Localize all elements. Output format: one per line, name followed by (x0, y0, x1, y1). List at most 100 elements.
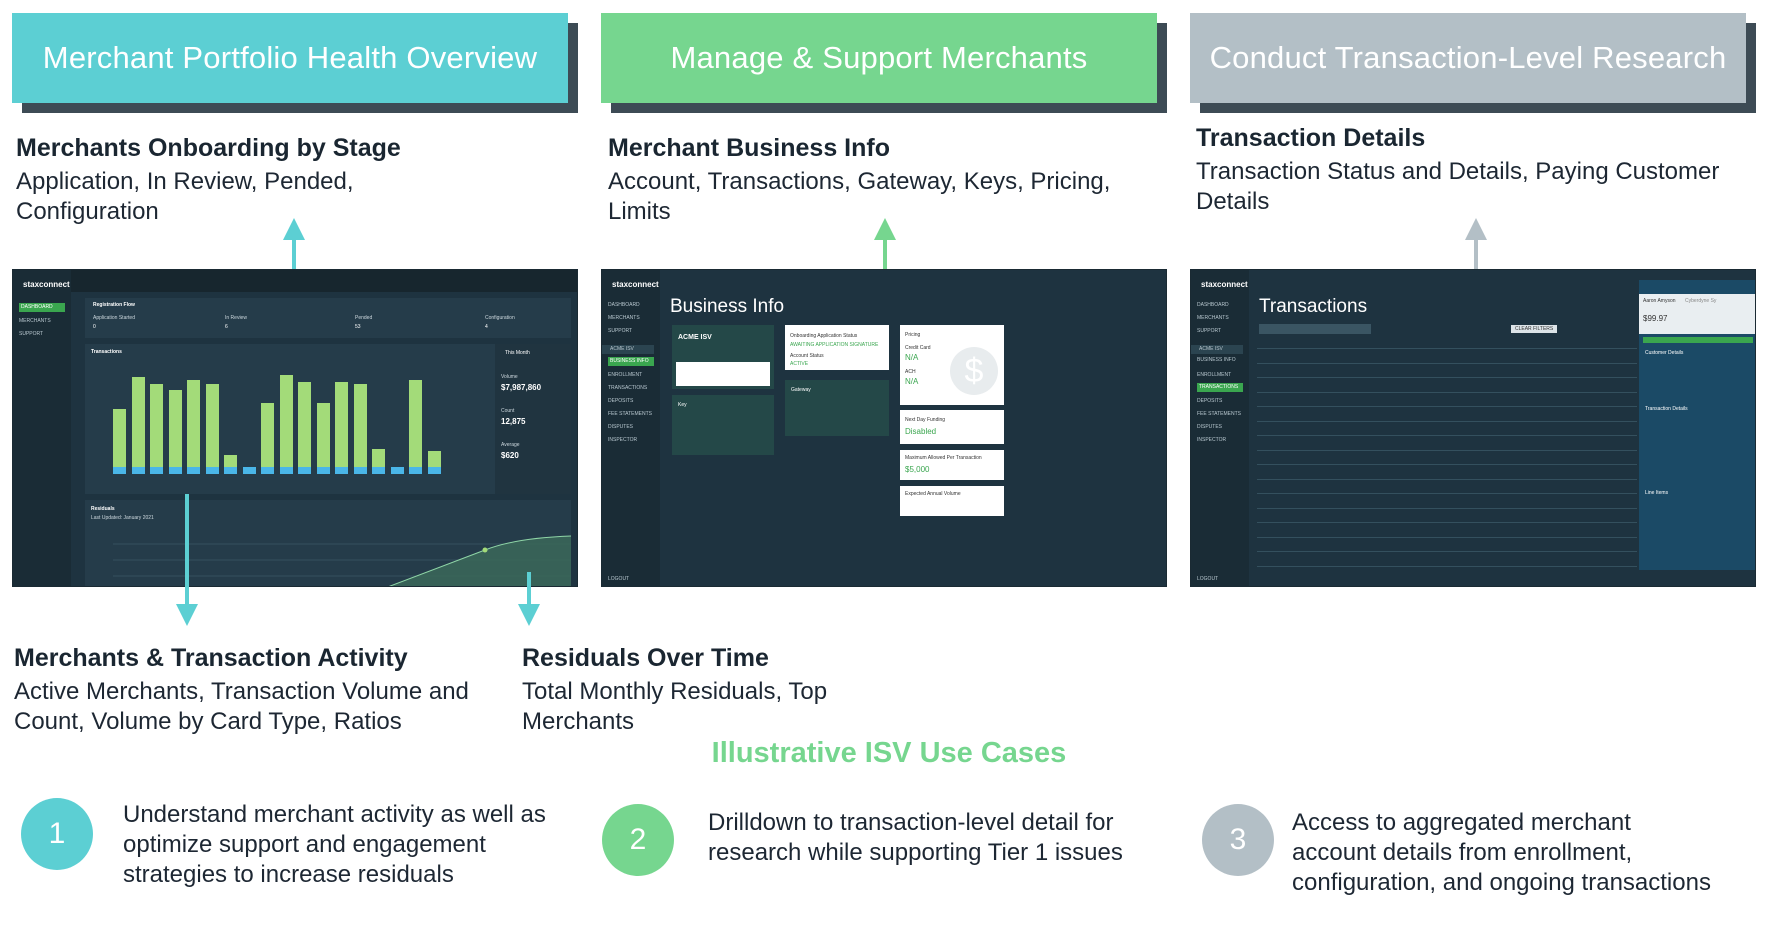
business-info-sidebar: staxconnect DASHBOARD MERCHANTS SUPPORT … (602, 270, 660, 586)
sidebar-item-dashboard[interactable]: DASHBOARD (1197, 302, 1229, 308)
logo: staxconnect (23, 280, 70, 289)
sidebar-item-inspector[interactable]: INSPECTOR (1197, 437, 1227, 443)
logo: staxconnect (612, 280, 659, 289)
table-row[interactable] (1257, 522, 1637, 523)
sidebar-item-merchant[interactable]: ACME ISV (602, 345, 654, 354)
use-case-3-text: Access to aggregated merchant account de… (1292, 809, 1711, 896)
sidebar-item-dashboard[interactable]: DASHBOARD (19, 303, 65, 312)
next-day-funding-card: Next Day Funding Disabled (900, 410, 1004, 444)
onboarding-status-card: Onboarding Application Status AWAITING A… (785, 325, 889, 370)
stage-configuration-value: 4 (485, 324, 488, 330)
table-row[interactable] (1257, 507, 1637, 509)
transactions-panel: Transactions This Month Volume $7,987,86… (85, 344, 571, 494)
average-value: $620 (501, 451, 519, 460)
sidebar-item-enrollment[interactable]: ENROLLMENT (1197, 372, 1232, 378)
banner-portfolio-health: Merchant Portfolio Health Overview (12, 13, 578, 113)
sidebar-item-support[interactable]: SUPPORT (1197, 328, 1222, 334)
table-row[interactable] (1257, 565, 1637, 567)
transaction-bars (113, 362, 453, 474)
logout-button[interactable]: LOGOUT (608, 576, 630, 582)
table-row[interactable] (1257, 493, 1637, 494)
sidebar-item-business-info[interactable]: BUSINESS INFO (608, 357, 654, 366)
table-row[interactable] (1257, 406, 1637, 407)
callout-activity-title: Merchants & Transaction Activity (14, 644, 408, 672)
banner-portfolio-health-label: Merchant Portfolio Health Overview (12, 13, 568, 103)
business-info-screenshot: staxconnect DASHBOARD MERCHANTS SUPPORT … (601, 269, 1167, 587)
arrow-down-activity (176, 494, 198, 626)
callout-transaction-details-title: Transaction Details (1196, 124, 1426, 152)
callout-onboarding: Merchants Onboarding by Stage Applicatio… (16, 134, 576, 227)
table-row[interactable] (1257, 348, 1637, 349)
stage-review-label: In Review (225, 315, 247, 321)
page-title: Transactions (1259, 296, 1368, 317)
table-row[interactable] (1257, 536, 1637, 538)
search-input[interactable] (1259, 324, 1371, 334)
table-row[interactable] (1257, 551, 1637, 552)
use-case-2-text: Drilldown to transaction-level detail fo… (708, 809, 1123, 866)
sidebar-item-disputes[interactable]: DISPUTES (1197, 424, 1223, 430)
sidebar-item-merchants[interactable]: MERCHANTS (608, 315, 640, 321)
sidebar-item-enrollment[interactable]: ENROLLMENT (608, 372, 643, 378)
table-row[interactable] (1257, 362, 1637, 364)
table-row[interactable] (1257, 478, 1637, 480)
sidebar-item-fee-statements[interactable]: FEE STATEMENTS (608, 411, 652, 417)
sidebar-item-business-info[interactable]: BUSINESS INFO (1197, 357, 1236, 363)
callout-transaction-details: Transaction Details Transaction Status a… (1196, 124, 1766, 217)
stage-application-value: 0 (93, 324, 96, 330)
sidebar-item-deposits[interactable]: DEPOSITS (1197, 398, 1223, 404)
banner-transaction-research: Conduct Transaction-Level Research (1190, 13, 1756, 113)
callout-business-info-title: Merchant Business Info (608, 134, 890, 162)
logout-button[interactable]: LOGOUT (1197, 576, 1219, 582)
sidebar-item-deposits[interactable]: DEPOSITS (608, 398, 634, 404)
gateway-card: Gateway (785, 380, 889, 436)
annual-volume-card: Expected Annual Volume (900, 486, 1004, 516)
use-case-2-number: 2 (602, 804, 674, 876)
sidebar-item-support[interactable]: SUPPORT (608, 328, 633, 334)
residuals-area-chart (113, 535, 571, 586)
key-card: Key (672, 395, 774, 455)
banner-manage-support-label: Manage & Support Merchants (601, 13, 1157, 103)
use-case-1-number: 1 (21, 798, 93, 870)
sidebar-item-support[interactable]: SUPPORT (19, 331, 44, 337)
callout-residuals: Residuals Over Time Total Monthly Residu… (522, 644, 882, 737)
table-row[interactable] (1257, 420, 1637, 422)
stage-review-value: 6 (225, 324, 228, 330)
callout-activity-desc: Active Merchants, Transaction Volume and… (14, 678, 469, 735)
dollar-icon: $ (950, 347, 998, 395)
transactions-screenshot: staxconnect DASHBOARD MERCHANTS SUPPORT … (1190, 269, 1756, 587)
pricing-card: Pricing Credit Card N/A ACH N/A $ (900, 325, 1004, 405)
sidebar-item-transactions[interactable]: TRANSACTIONS (608, 385, 648, 391)
table-row[interactable] (1257, 377, 1637, 378)
sidebar-item-dashboard[interactable]: DASHBOARD (608, 302, 640, 308)
sidebar-item-merchants[interactable]: MERCHANTS (1197, 315, 1229, 321)
sidebar-item-inspector[interactable]: INSPECTOR (608, 437, 638, 443)
use-case-1-text: Understand merchant activity as well as … (123, 801, 546, 888)
clear-filters-button[interactable]: CLEAR FILTERS (1511, 325, 1558, 333)
transaction-detail-drawer: Aaron Amyson Cyberdyne Sy $99.97 Custome… (1639, 280, 1755, 570)
max-transaction-card: Maximum Allowed Per Transaction $5,000 (900, 450, 1004, 480)
stage-pended-value: 53 (355, 324, 361, 330)
this-month-selector[interactable]: This Month (505, 350, 530, 356)
table-row[interactable] (1257, 391, 1637, 393)
use-cases-title: Illustrative ISV Use Cases (711, 737, 1067, 769)
sidebar-item-transactions[interactable]: TRANSACTIONS (1197, 383, 1243, 392)
detail-customer-name: Aaron Amyson (1643, 298, 1676, 304)
stage-pended-label: Pended (355, 315, 373, 321)
sidebar-item-merchant[interactable]: ACME ISV (1191, 345, 1243, 354)
sidebar-item-disputes[interactable]: DISPUTES (608, 424, 634, 430)
sidebar-item-merchants[interactable]: MERCHANTS (19, 318, 51, 324)
volume-value: $7,987,860 (501, 383, 542, 392)
callout-business-info-desc: Account, Transactions, Gateway, Keys, Pr… (608, 168, 1111, 225)
stage-application-label: Application Started (93, 315, 135, 321)
sidebar-item-fee-statements[interactable]: FEE STATEMENTS (1197, 411, 1241, 417)
table-row[interactable] (1257, 435, 1637, 436)
stage-configuration-label: Configuration (485, 315, 515, 321)
callout-residuals-desc: Total Monthly Residuals, Top Merchants (522, 678, 828, 735)
arrow-down-residuals (518, 572, 540, 626)
table-row[interactable] (1257, 464, 1637, 465)
merchant-card: ACME ISV (672, 325, 774, 389)
table-row[interactable] (1257, 449, 1637, 451)
banner-manage-support: Manage & Support Merchants (601, 13, 1167, 113)
use-case-3-number: 3 (1202, 804, 1274, 876)
callout-business-info: Merchant Business Info Account, Transact… (608, 134, 1168, 227)
